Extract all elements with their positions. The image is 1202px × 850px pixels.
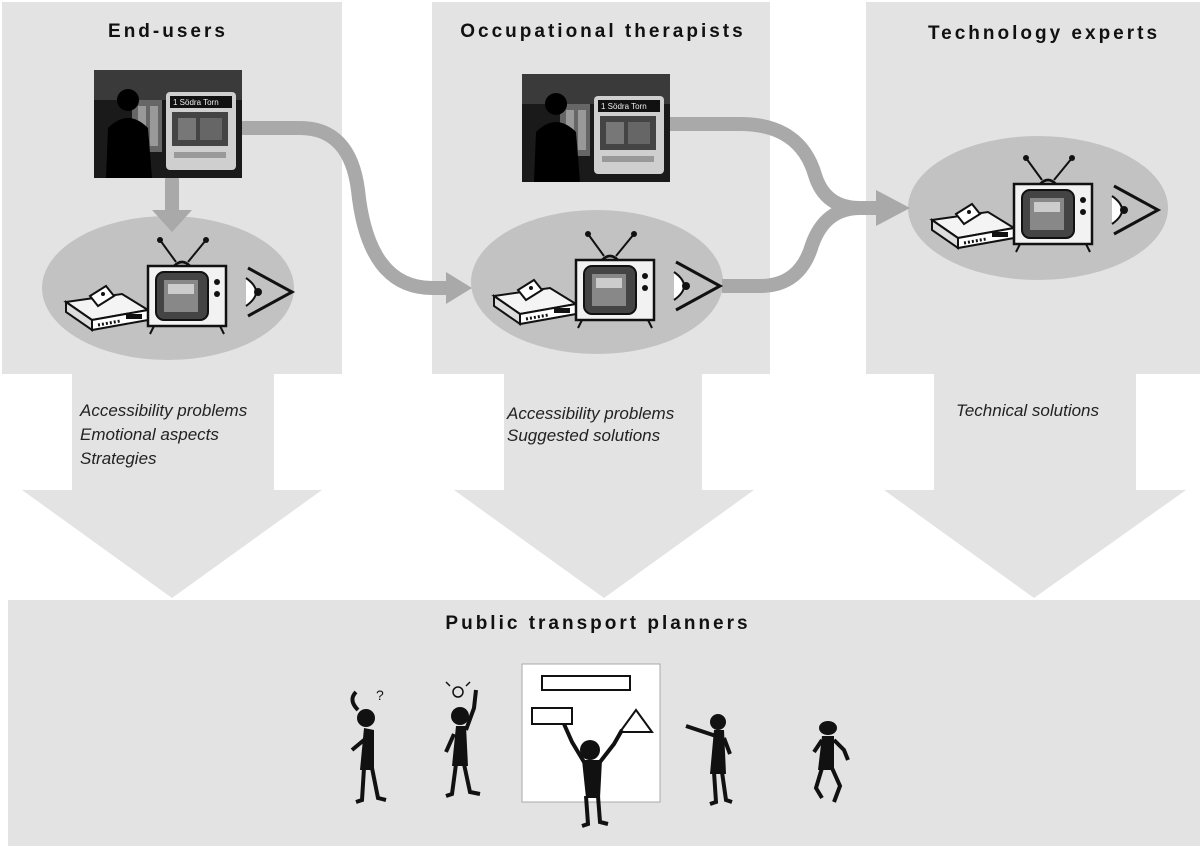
end-users-note: Emotional aspects bbox=[80, 425, 219, 444]
column-title-end-users: End-users bbox=[108, 21, 228, 42]
column-title-therapists: Occupational therapists bbox=[460, 21, 745, 42]
flow-arrow-endusers-down-head bbox=[152, 210, 192, 232]
person-thinking-icon: ? bbox=[350, 687, 387, 804]
column-title-experts: Technology experts bbox=[928, 23, 1160, 44]
therapists-note: Accessibility problems bbox=[506, 404, 675, 423]
bus-photo bbox=[522, 74, 670, 182]
planners-title: Public transport planners bbox=[445, 613, 750, 634]
question-mark: ? bbox=[376, 687, 384, 703]
flow-arrow-therapists-to-experts bbox=[722, 201, 861, 293]
bus-photo bbox=[94, 70, 242, 178]
technology-experts-panel bbox=[866, 2, 1200, 598]
end-users-note: Accessibility problems bbox=[79, 401, 248, 420]
person-walking-icon bbox=[812, 721, 850, 803]
therapists-note: Suggested solutions bbox=[507, 426, 661, 445]
flow-arrow-to-therapists bbox=[240, 121, 448, 295]
person-presenting-icon bbox=[521, 663, 661, 828]
person-idea-icon bbox=[444, 681, 481, 798]
end-users-note: Strategies bbox=[80, 449, 157, 468]
experts-note: Technical solutions bbox=[956, 401, 1100, 420]
flow-arrow-to-therapists-head bbox=[446, 272, 472, 304]
flow-arrow-to-experts-head bbox=[876, 190, 910, 226]
person-pointing-icon bbox=[685, 714, 733, 806]
